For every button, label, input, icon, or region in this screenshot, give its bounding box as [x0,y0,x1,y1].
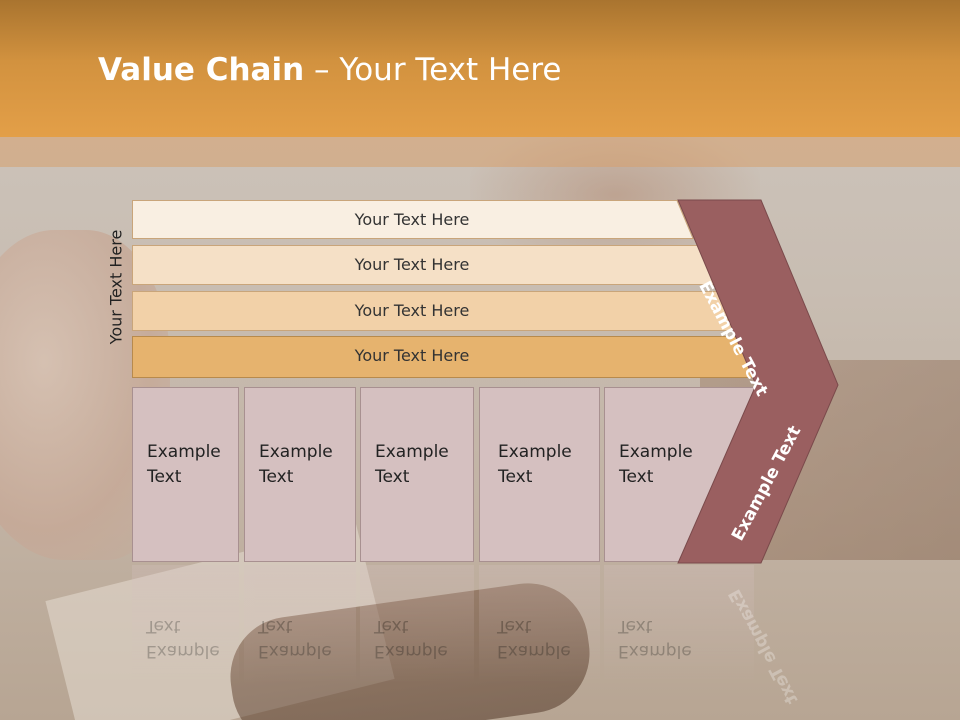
primary-box-5-reflection-line1: Example [618,641,692,661]
primary-box-3-reflection-line2: Text [374,616,409,636]
support-bar-3-label: Your Text Here [354,301,470,320]
support-bar-2-label: Your Text Here [354,255,470,274]
support-bar-1-label: Your Text Here [354,210,470,229]
primary-box-1-reflection-line2: Text [146,616,181,636]
primary-box-4-line2: Text [498,467,533,487]
primary-box-3-line1: Example [375,442,449,462]
slide-title[interactable]: Value Chain – Your Text Here [98,52,561,88]
support-bar-3[interactable]: Your Text Here [132,291,740,331]
primary-box-4-reflection: Example Text [479,565,600,715]
primary-box-2-line1: Example [259,442,333,462]
margin-chevron[interactable] [670,195,845,570]
side-label[interactable]: Your Text Here [106,229,126,345]
primary-box-3-reflection-text: Example Text [374,613,464,663]
primary-box-5-line1: Example [619,442,693,462]
title-header [0,0,960,137]
primary-box-5-reflection: Example Text [604,565,754,715]
primary-box-3-reflection: Example Text [360,565,474,715]
primary-box-1-reflection-line1: Example [146,641,220,661]
primary-box-4-line1: Example [498,442,572,462]
primary-box-1-reflection-text: Example Text [146,613,236,663]
primary-box-2-line2: Text [259,467,294,487]
primary-box-4-reflection-line2: Text [497,616,532,636]
margin-chevron-shape [677,199,839,564]
support-bar-2[interactable]: Your Text Here [132,245,717,285]
title-rest: – Your Text Here [304,52,562,88]
primary-box-1-line1: Example [147,442,221,462]
primary-box-3-line2: Text [375,467,410,487]
support-bar-1-shape [132,200,694,239]
primary-box-4-reflection-text: Example Text [497,613,587,663]
primary-box-3-reflection-line1: Example [374,641,448,661]
primary-box-1-line2: Text [147,467,182,487]
primary-box-5-reflection-text: Example Text [618,613,708,663]
title-bold: Value Chain [98,52,305,88]
primary-box-5-line2: Text [619,467,654,487]
primary-box-2-reflection-line1: Example [258,641,332,661]
support-bar-4-label: Your Text Here [354,346,470,365]
primary-box-4-reflection-line1: Example [497,641,571,661]
primary-box-5-reflection-line2: Text [618,616,653,636]
primary-box-2-reflection-text: Example Text [258,613,348,663]
primary-box-1-reflection: Example Text [132,565,239,715]
header-band [0,137,960,167]
primary-box-2-reflection: Example Text [244,565,356,715]
primary-box-2-reflection-line2: Text [258,616,293,636]
support-bar-1[interactable]: Your Text Here [132,200,694,239]
support-bar-4[interactable]: Your Text Here [132,336,764,378]
